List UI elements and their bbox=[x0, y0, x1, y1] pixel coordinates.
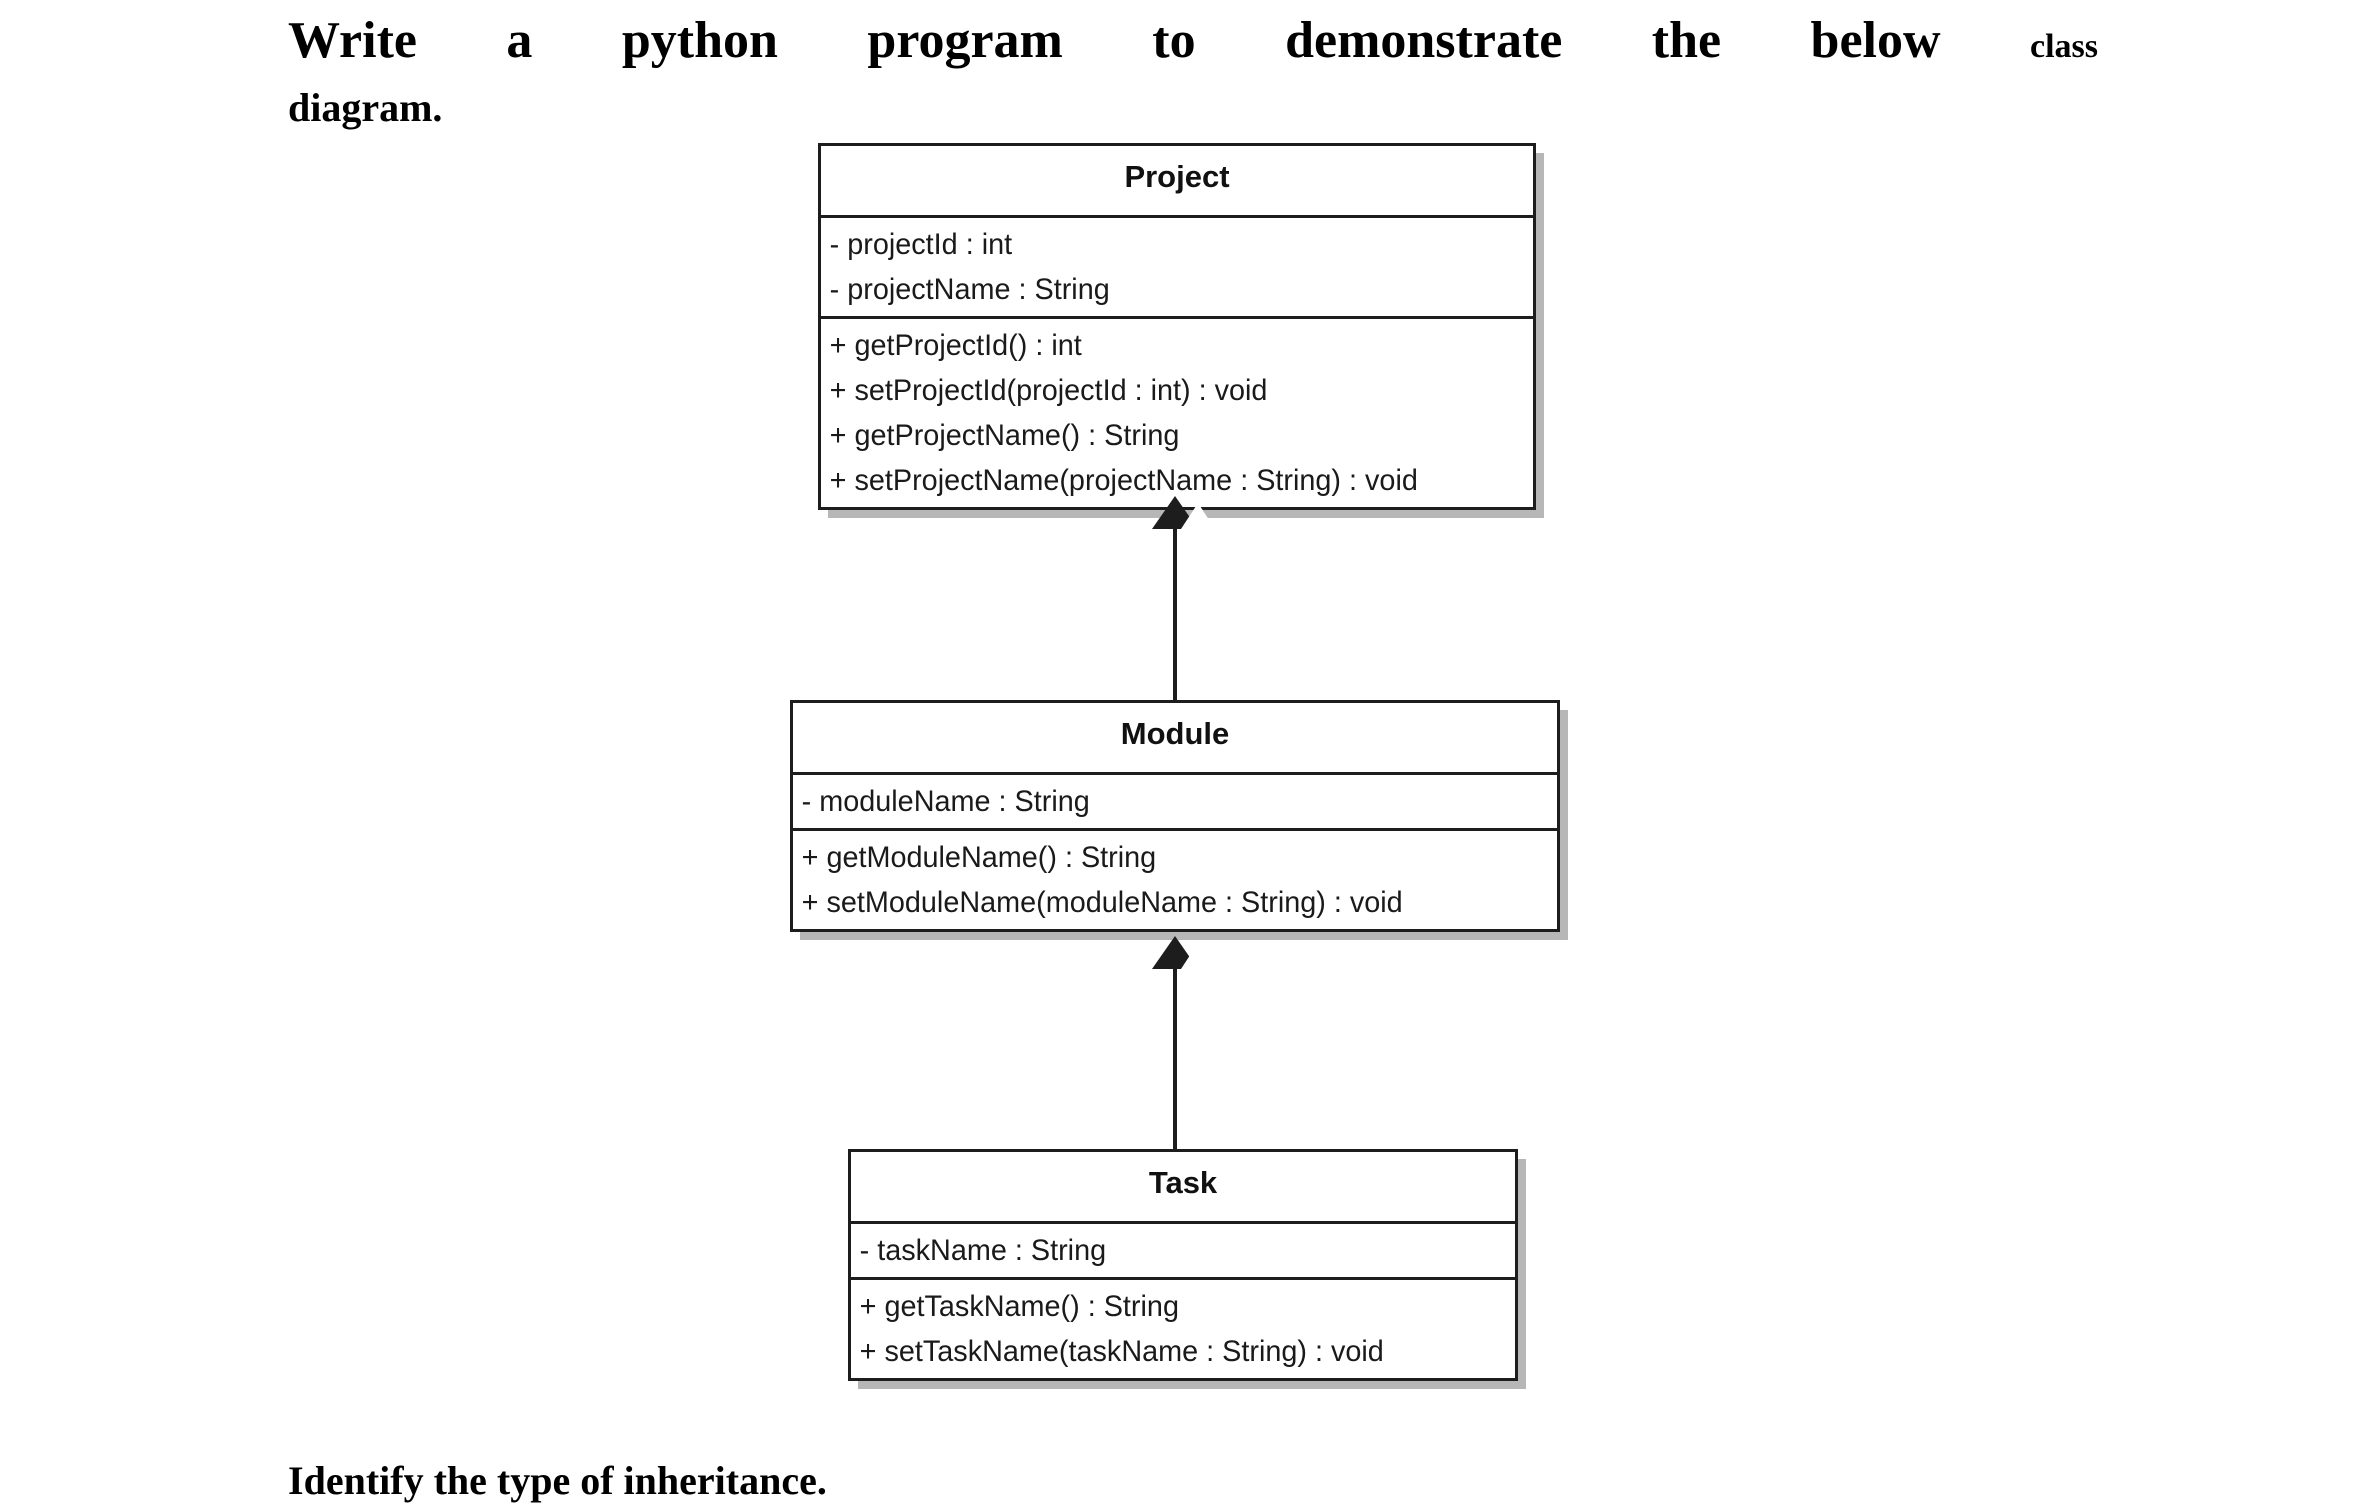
hollow-triangle-icon bbox=[1152, 936, 1215, 969]
uml-class-task-name: Task bbox=[1148, 1165, 1218, 1200]
uml-method-row: + setTaskName(taskName : String) : void bbox=[859, 1335, 1384, 1368]
hollow-triangle-icon bbox=[1152, 496, 1215, 529]
uml-class-task[interactable]: Task - taskName : String + getTaskName()… bbox=[848, 1149, 1518, 1381]
question-heading-main-text: Write a python program to demonstrate th… bbox=[288, 12, 1941, 69]
hollow-triangle-inner bbox=[1181, 503, 1215, 529]
uml-method-row: + setProjectId(projectId : int) : void bbox=[829, 374, 1268, 407]
uml-class-module-header: Module bbox=[793, 703, 1557, 775]
uml-method-row: + setModuleName(moduleName : String) : v… bbox=[801, 886, 1403, 919]
uml-class-module-name: Module bbox=[1120, 716, 1230, 751]
generalization-line bbox=[1173, 966, 1177, 1156]
generalization-arrow-task-to-module bbox=[1152, 936, 1215, 1156]
generalization-line bbox=[1173, 526, 1177, 706]
question-heading-line-2: diagram. bbox=[288, 85, 443, 130]
question-heading: Write a python program to demonstrate th… bbox=[288, 8, 2098, 134]
uml-class-task-attributes: - taskName : String bbox=[851, 1224, 1515, 1280]
uml-class-module-methods: + getModuleName() : String + setModuleNa… bbox=[793, 831, 1557, 929]
uml-class-project-attributes: - projectId : int - projectName : String bbox=[821, 218, 1533, 319]
uml-class-task-methods: + getTaskName() : String + setTaskName(t… bbox=[851, 1280, 1515, 1378]
uml-class-project[interactable]: Project - projectId : int - projectName … bbox=[818, 143, 1536, 510]
hollow-triangle-inner bbox=[1181, 943, 1215, 969]
uml-method-row: + setProjectName(projectName : String) :… bbox=[829, 464, 1418, 497]
question-heading-line-1: Write a python program to demonstrate th… bbox=[288, 8, 2098, 80]
uml-class-project-methods: + getProjectId() : int + setProjectId(pr… bbox=[821, 319, 1533, 507]
uml-class-project-name: Project bbox=[1124, 159, 1230, 194]
uml-attribute-row: - taskName : String bbox=[859, 1234, 1107, 1267]
uml-method-row: + getProjectId() : int bbox=[829, 329, 1082, 362]
uml-attribute-row: - projectName : String bbox=[829, 273, 1110, 306]
uml-attribute-row: - projectId : int bbox=[829, 228, 1013, 261]
uml-class-task-header: Task bbox=[851, 1152, 1515, 1224]
uml-attribute-row: - moduleName : String bbox=[801, 785, 1090, 818]
uml-method-row: + getModuleName() : String bbox=[801, 841, 1157, 874]
question-heading-tail-text: class bbox=[2030, 28, 2098, 65]
uml-method-row: + getProjectName() : String bbox=[829, 419, 1180, 452]
footer-question-text: Identify the type of inheritance. bbox=[288, 1458, 827, 1503]
uml-method-row: + getTaskName() : String bbox=[859, 1290, 1179, 1323]
uml-class-module-attributes: - moduleName : String bbox=[793, 775, 1557, 831]
generalization-arrow-module-to-project bbox=[1152, 496, 1215, 706]
uml-class-module[interactable]: Module - moduleName : String + getModule… bbox=[790, 700, 1560, 932]
uml-class-project-header: Project bbox=[821, 146, 1533, 218]
